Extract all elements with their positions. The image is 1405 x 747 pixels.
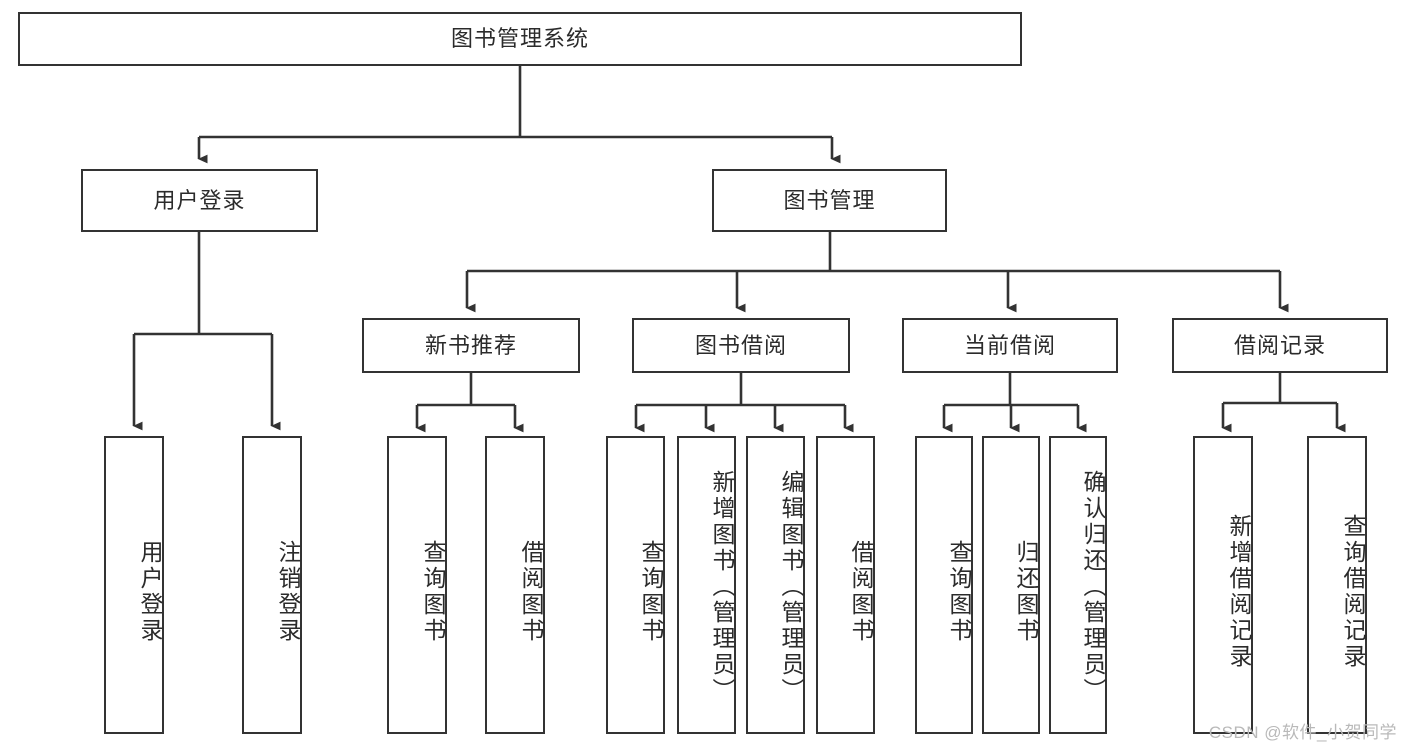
leaf-user-login[interactable]: 用户登录	[104, 436, 164, 734]
node-book-manage-label: 图书管理	[783, 187, 876, 213]
edge-root-to-level2	[197, 66, 841, 164]
leaf-record-query-record-label: 查询借阅记录	[1340, 514, 1366, 670]
leaf-borrow-query-book-label: 查询图书	[638, 540, 664, 644]
edge-current-borrow-to-leaves	[942, 373, 1087, 433]
node-user-login[interactable]: 用户登录	[81, 169, 318, 232]
leaf-record-query-record[interactable]: 查询借阅记录	[1307, 436, 1367, 734]
node-borrow-record[interactable]: 借阅记录	[1172, 318, 1388, 373]
leaf-borrow-add-book-label: 新增图书（管理员）	[709, 470, 735, 704]
node-current-borrow-label: 当前借阅	[963, 332, 1056, 358]
edge-book-manage-to-level3	[465, 232, 1289, 313]
node-root-label: 图书管理系统	[450, 26, 589, 52]
leaf-borrow-edit-book[interactable]: 编辑图书（管理员）	[746, 436, 805, 734]
leaf-user-logout[interactable]: 注销登录	[242, 436, 302, 734]
leaf-recommend-borrow-book-label: 借阅图书	[518, 540, 544, 644]
leaf-borrow-borrow-book-label: 借阅图书	[848, 540, 874, 644]
node-borrow-record-label: 借阅记录	[1233, 332, 1326, 358]
node-new-book-recommend-label: 新书推荐	[424, 332, 517, 358]
leaf-recommend-borrow-book[interactable]: 借阅图书	[485, 436, 545, 734]
leaf-recommend-query-book[interactable]: 查询图书	[387, 436, 447, 734]
node-current-borrow[interactable]: 当前借阅	[902, 318, 1118, 373]
node-root[interactable]: 图书管理系统	[18, 12, 1022, 66]
leaf-current-query-book[interactable]: 查询图书	[915, 436, 973, 734]
leaf-current-confirm-return-label: 确认归还（管理员）	[1080, 470, 1106, 704]
leaf-user-logout-label: 注销登录	[275, 540, 301, 644]
leaf-borrow-borrow-book[interactable]: 借阅图书	[816, 436, 875, 734]
node-book-manage[interactable]: 图书管理	[712, 169, 947, 232]
edge-user-login-to-leaves	[132, 232, 281, 431]
node-user-login-label: 用户登录	[153, 187, 246, 213]
leaf-current-return-book-label: 归还图书	[1013, 540, 1039, 644]
leaf-current-query-book-label: 查询图书	[946, 540, 972, 644]
node-new-book-recommend[interactable]: 新书推荐	[362, 318, 580, 373]
watermark: CSDN @软件_小贺同学	[1208, 723, 1397, 742]
edge-book-borrow-to-leaves	[634, 373, 854, 433]
leaf-current-return-book[interactable]: 归还图书	[982, 436, 1040, 734]
edge-new-book-rec-to-leaves	[415, 373, 524, 433]
leaf-borrow-add-book[interactable]: 新增图书（管理员）	[677, 436, 736, 734]
leaf-record-add-record-label: 新增借阅记录	[1226, 514, 1252, 670]
leaf-borrow-query-book[interactable]: 查询图书	[606, 436, 665, 734]
edge-borrow-record-to-leaves	[1221, 373, 1346, 433]
node-book-borrow-label: 图书借阅	[694, 332, 787, 358]
leaf-user-login-label: 用户登录	[137, 540, 163, 644]
node-book-borrow[interactable]: 图书借阅	[632, 318, 850, 373]
leaf-recommend-query-book-label: 查询图书	[420, 540, 446, 644]
leaf-borrow-edit-book-label: 编辑图书（管理员）	[778, 470, 804, 704]
leaf-record-add-record[interactable]: 新增借阅记录	[1193, 436, 1253, 734]
leaf-current-confirm-return[interactable]: 确认归还（管理员）	[1049, 436, 1107, 734]
